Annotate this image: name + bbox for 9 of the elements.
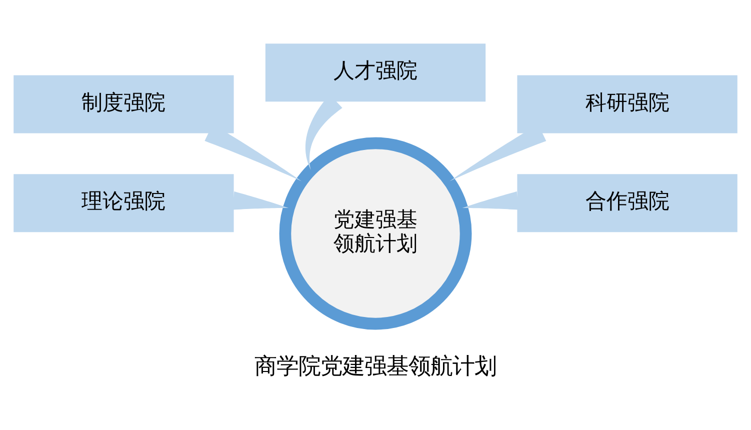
node-box: 制度强院 [14,75,234,134]
connector [462,191,519,210]
node-box: 科研强院 [517,75,738,134]
node-box: 理论强院 [14,174,234,232]
node-box: 人才强院 [265,44,486,102]
connector [232,191,289,210]
caption: 商学院党建强基领航计划 [254,353,496,380]
node-box: 合作强院 [517,174,738,232]
node-circle: 党建强基领航计划 [279,137,472,330]
